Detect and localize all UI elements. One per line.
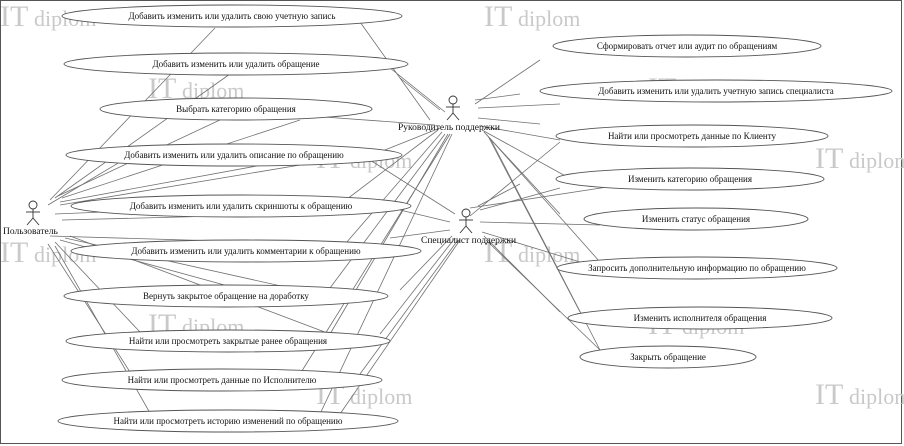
association-line — [369, 159, 456, 215]
association-line — [399, 235, 453, 291]
use-case[interactable]: Добавить изменить или удалить обращение — [63, 52, 409, 76]
actor-leg — [32, 217, 40, 226]
association-line — [59, 164, 263, 203]
association-line — [389, 229, 451, 239]
use-case[interactable]: Найти или просмотреть данные по Клиенту — [555, 124, 829, 148]
svg-text:Изменить исполнителя обращения: Изменить исполнителя обращения — [634, 313, 767, 323]
association-line — [481, 231, 581, 263]
use-case[interactable]: Вернуть закрытое обращение на доработку — [63, 284, 389, 308]
actor-head — [448, 95, 458, 105]
association-line — [479, 125, 561, 141]
svg-text:diplom: diplom — [350, 384, 412, 409]
svg-text:Добавить изменить или удалить: Добавить изменить или удалить обращение — [152, 59, 319, 69]
svg-text:Выбрать категорию обращения: Выбрать категорию обращения — [176, 104, 296, 114]
association-line — [479, 187, 561, 211]
association-line — [379, 237, 456, 335]
use-case[interactable]: Найти или просмотреть закрытые ранее обр… — [65, 329, 391, 353]
svg-text:diplom: diplom — [518, 6, 580, 31]
association-line — [54, 73, 231, 199]
association-line — [477, 117, 541, 125]
use-case[interactable]: Добавить изменить или удалить свою учетн… — [61, 4, 403, 28]
use-case[interactable]: Найти или просмотреть данные по Исполнит… — [61, 368, 383, 392]
use-case[interactable]: Добавить изменить или удалить описание п… — [65, 143, 403, 167]
svg-text:IT: IT — [484, 236, 512, 269]
actor-leg — [26, 217, 34, 226]
svg-text:Найти или просмотреть историю: Найти или просмотреть историю изменений … — [114, 416, 343, 426]
association-line — [485, 133, 601, 263]
use-case[interactable]: Добавить изменить или удалить учетную за… — [539, 79, 893, 103]
use-case[interactable]: Изменить исполнителя обращения — [567, 306, 833, 330]
association-line — [59, 159, 331, 206]
association-line — [339, 131, 443, 251]
svg-text:Изменить статус обращения: Изменить статус обращения — [642, 214, 750, 224]
actor-head — [28, 200, 38, 210]
association-line — [54, 241, 141, 333]
use-case[interactable]: Закрыть обращение — [579, 345, 757, 369]
use-case[interactable]: Найти или просмотреть историю изменений … — [57, 409, 399, 433]
use-case[interactable]: Сформировать отчет или аудит по обращени… — [552, 34, 822, 58]
svg-text:IT: IT — [0, 0, 28, 33]
use-case[interactable]: Изменить статус обращения — [583, 207, 809, 231]
association-line — [469, 141, 561, 217]
actor-leg — [465, 225, 473, 234]
svg-text:Добавить изменить или удалить: Добавить изменить или удалить учетную за… — [598, 86, 834, 96]
association-line — [477, 183, 521, 207]
svg-text:IT: IT — [0, 236, 28, 269]
actor-leg — [446, 112, 454, 121]
actor-specialist-label: Специалист поддержки — [421, 236, 516, 246]
support-use-cases: Сформировать отчет или аудит по обращени… — [539, 34, 893, 369]
association-line — [399, 209, 451, 223]
use-case[interactable]: Запросить дополнительную информацию по о… — [556, 256, 838, 280]
use-case[interactable]: Добавить изменить или удалить комментари… — [70, 239, 422, 263]
svg-text:diplom: diplom — [849, 148, 904, 173]
association-line — [47, 243, 131, 373]
actor-user-label: Пользователь — [3, 227, 58, 237]
actor-leg — [459, 225, 467, 234]
actor-manager-label: Руководитель поддержки — [398, 123, 500, 133]
association-line — [479, 221, 601, 226]
association-line — [399, 77, 441, 111]
svg-text:Изменить категорию обращения: Изменить категорию обращения — [628, 174, 752, 184]
svg-text:Добавить изменить или удалить: Добавить изменить или удалить описание п… — [124, 150, 344, 160]
actor-manager[interactable]: Руководитель поддержки — [398, 95, 500, 133]
association-line — [477, 103, 561, 109]
association-line — [309, 115, 436, 126]
svg-text:diplom: diplom — [849, 384, 904, 409]
svg-text:Закрыть обращение: Закрыть обращение — [630, 352, 706, 362]
association-line — [474, 59, 541, 105]
actor-specialist[interactable]: Специалист поддержки — [421, 208, 516, 246]
svg-text:Запросить дополнительную инфор: Запросить дополнительную информацию по о… — [588, 263, 806, 273]
svg-text:Найти или просмотреть закрытые: Найти или просмотреть закрытые ранее обр… — [129, 336, 327, 346]
use-case[interactable]: Изменить категорию обращения — [555, 167, 825, 191]
svg-text:Добавить изменить или удалить: Добавить изменить или удалить свою учетн… — [128, 11, 335, 21]
user-use-cases: Добавить изменить или удалить свою учетн… — [57, 4, 422, 433]
use-case[interactable]: Добавить изменить или удалить скриншоты … — [70, 194, 412, 218]
association-line — [359, 21, 431, 121]
svg-text:Найти или просмотреть данные п: Найти или просмотреть данные по Исполнит… — [128, 375, 317, 385]
svg-text:Найти или просмотреть данные п: Найти или просмотреть данные по Клиенту — [608, 131, 777, 141]
svg-text:IT: IT — [484, 0, 512, 33]
association-line — [319, 133, 453, 415]
svg-text:IT: IT — [815, 142, 843, 175]
associations — [47, 21, 641, 415]
use-case[interactable]: Выбрать категорию обращения — [99, 97, 373, 121]
actor-user[interactable]: Пользователь — [3, 200, 58, 237]
association-line — [485, 239, 601, 351]
svg-text:Вернуть закрытое обращение на: Вернуть закрытое обращение на доработку — [143, 291, 309, 301]
association-line — [359, 239, 459, 375]
actor-leg — [452, 112, 460, 121]
svg-text:Добавить изменить или удалить: Добавить изменить или удалить скриншоты … — [130, 201, 353, 211]
actor-head — [461, 208, 471, 218]
svg-text:Сформировать отчет или аудит п: Сформировать отчет или аудит по обращени… — [597, 41, 778, 51]
svg-text:IT: IT — [815, 378, 843, 411]
svg-text:Добавить изменить или удалить: Добавить изменить или удалить комментари… — [131, 246, 361, 256]
